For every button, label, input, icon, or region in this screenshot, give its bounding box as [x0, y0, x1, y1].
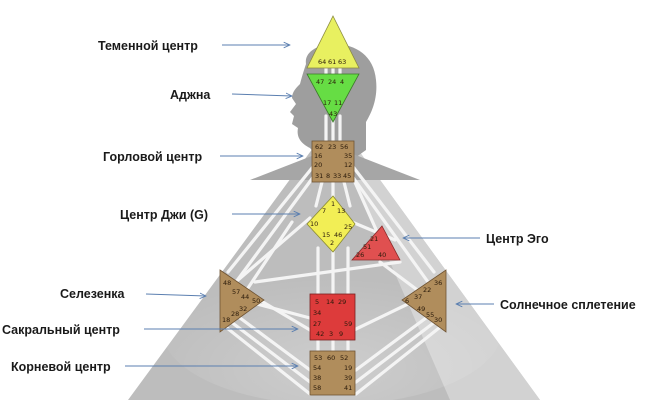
gate-40: 40: [378, 251, 386, 259]
gate-41: 41: [344, 384, 352, 392]
gate-24: 24: [328, 78, 336, 86]
gate-52: 52: [340, 354, 348, 362]
gate-51: 51: [363, 243, 371, 251]
gate-3: 3: [329, 330, 333, 338]
gate-58: 58: [313, 384, 321, 392]
center-throat: 62 23 56 16 35 20 12 31 8 33 45: [311, 140, 355, 183]
gate-16: 16: [314, 152, 322, 160]
gate-45: 45: [343, 172, 351, 180]
gate-64: 64: [318, 58, 326, 66]
gate-36: 36: [434, 279, 442, 287]
gate-53: 53: [314, 354, 322, 362]
gate-54: 54: [313, 364, 321, 372]
center-ego: 21 51 26 40: [351, 225, 401, 261]
gate-33: 33: [333, 172, 341, 180]
gate-22: 22: [423, 286, 431, 294]
gate-28: 28: [231, 310, 239, 318]
gate-61: 61: [328, 58, 336, 66]
gate-31: 31: [315, 172, 323, 180]
arrow-spleen: [145, 294, 206, 296]
gate-17: 17: [323, 99, 331, 107]
gate-57: 57: [232, 288, 240, 296]
gate-27: 27: [313, 320, 321, 328]
gate-32: 32: [239, 305, 247, 313]
gate-55: 55: [426, 311, 434, 319]
center-head: 64 61 63: [306, 15, 360, 69]
label-g: Центр Джи (G): [120, 208, 208, 222]
center-g: 1 7 13 10 25 15 46 2: [306, 195, 356, 253]
gate-30: 30: [434, 316, 442, 324]
label-solar: Солнечное сплетение: [500, 298, 636, 312]
gate-21: 21: [370, 235, 378, 243]
gate-11: 11: [334, 99, 342, 107]
arrow-ajna: [231, 94, 292, 96]
gate-29: 29: [338, 298, 346, 306]
center-solar-plexus: 36 22 37 6 49 55 30: [401, 269, 447, 333]
gate-50: 50: [252, 297, 260, 305]
labels: Теменной центр Аджна Горловой центр Цент…: [2, 39, 636, 374]
gate-47: 47: [316, 78, 324, 86]
gate-46: 46: [334, 231, 342, 239]
gate-13: 13: [337, 207, 345, 215]
gate-1: 1: [331, 200, 335, 208]
gate-59: 59: [344, 320, 352, 328]
label-root: Корневой центр: [11, 360, 111, 374]
gate-19: 19: [344, 364, 352, 372]
gate-15: 15: [322, 231, 330, 239]
label-spleen: Селезенка: [60, 287, 126, 301]
label-ajna: Аджна: [170, 88, 211, 102]
gate-5: 5: [315, 298, 319, 306]
gate-37: 37: [414, 293, 422, 301]
gate-23: 23: [328, 143, 336, 151]
gate-2: 2: [330, 239, 334, 247]
gate-6: 6: [405, 297, 409, 305]
gate-4: 4: [340, 78, 344, 86]
gate-14: 14: [326, 298, 334, 306]
gate-63: 63: [338, 58, 346, 66]
center-sacral: 5 14 29 34 27 59 42 3 9: [309, 293, 356, 341]
label-throat: Горловой центр: [103, 150, 202, 164]
gate-35: 35: [344, 152, 352, 160]
label-ego: Центр Эго: [486, 232, 549, 246]
gate-44: 44: [241, 293, 249, 301]
center-spleen: 48 57 44 50 32 28 18: [219, 269, 265, 333]
gate-39: 39: [344, 374, 352, 382]
gate-34: 34: [313, 309, 321, 317]
gate-12: 12: [344, 161, 352, 169]
gate-42: 42: [316, 330, 324, 338]
gate-8: 8: [326, 172, 330, 180]
gate-18: 18: [222, 316, 230, 324]
gate-9: 9: [339, 330, 343, 338]
gate-60: 60: [327, 354, 335, 362]
gate-48: 48: [223, 279, 231, 287]
label-sacral: Сакральный центр: [2, 323, 120, 337]
gate-20: 20: [314, 161, 322, 169]
gate-26: 26: [356, 251, 364, 259]
gate-56: 56: [340, 143, 348, 151]
gate-38: 38: [313, 374, 321, 382]
center-ajna: 47 24 4 17 11 43: [306, 73, 360, 123]
gate-43: 43: [329, 110, 337, 118]
gate-49: 49: [417, 305, 425, 313]
gate-62: 62: [315, 143, 323, 151]
gate-7: 7: [322, 207, 326, 215]
label-head: Теменной центр: [98, 39, 198, 53]
center-root: 53 60 52 54 19 38 39 58 41: [309, 350, 356, 396]
gate-25: 25: [344, 223, 352, 231]
gate-10: 10: [310, 220, 318, 228]
channels: [220, 66, 446, 396]
